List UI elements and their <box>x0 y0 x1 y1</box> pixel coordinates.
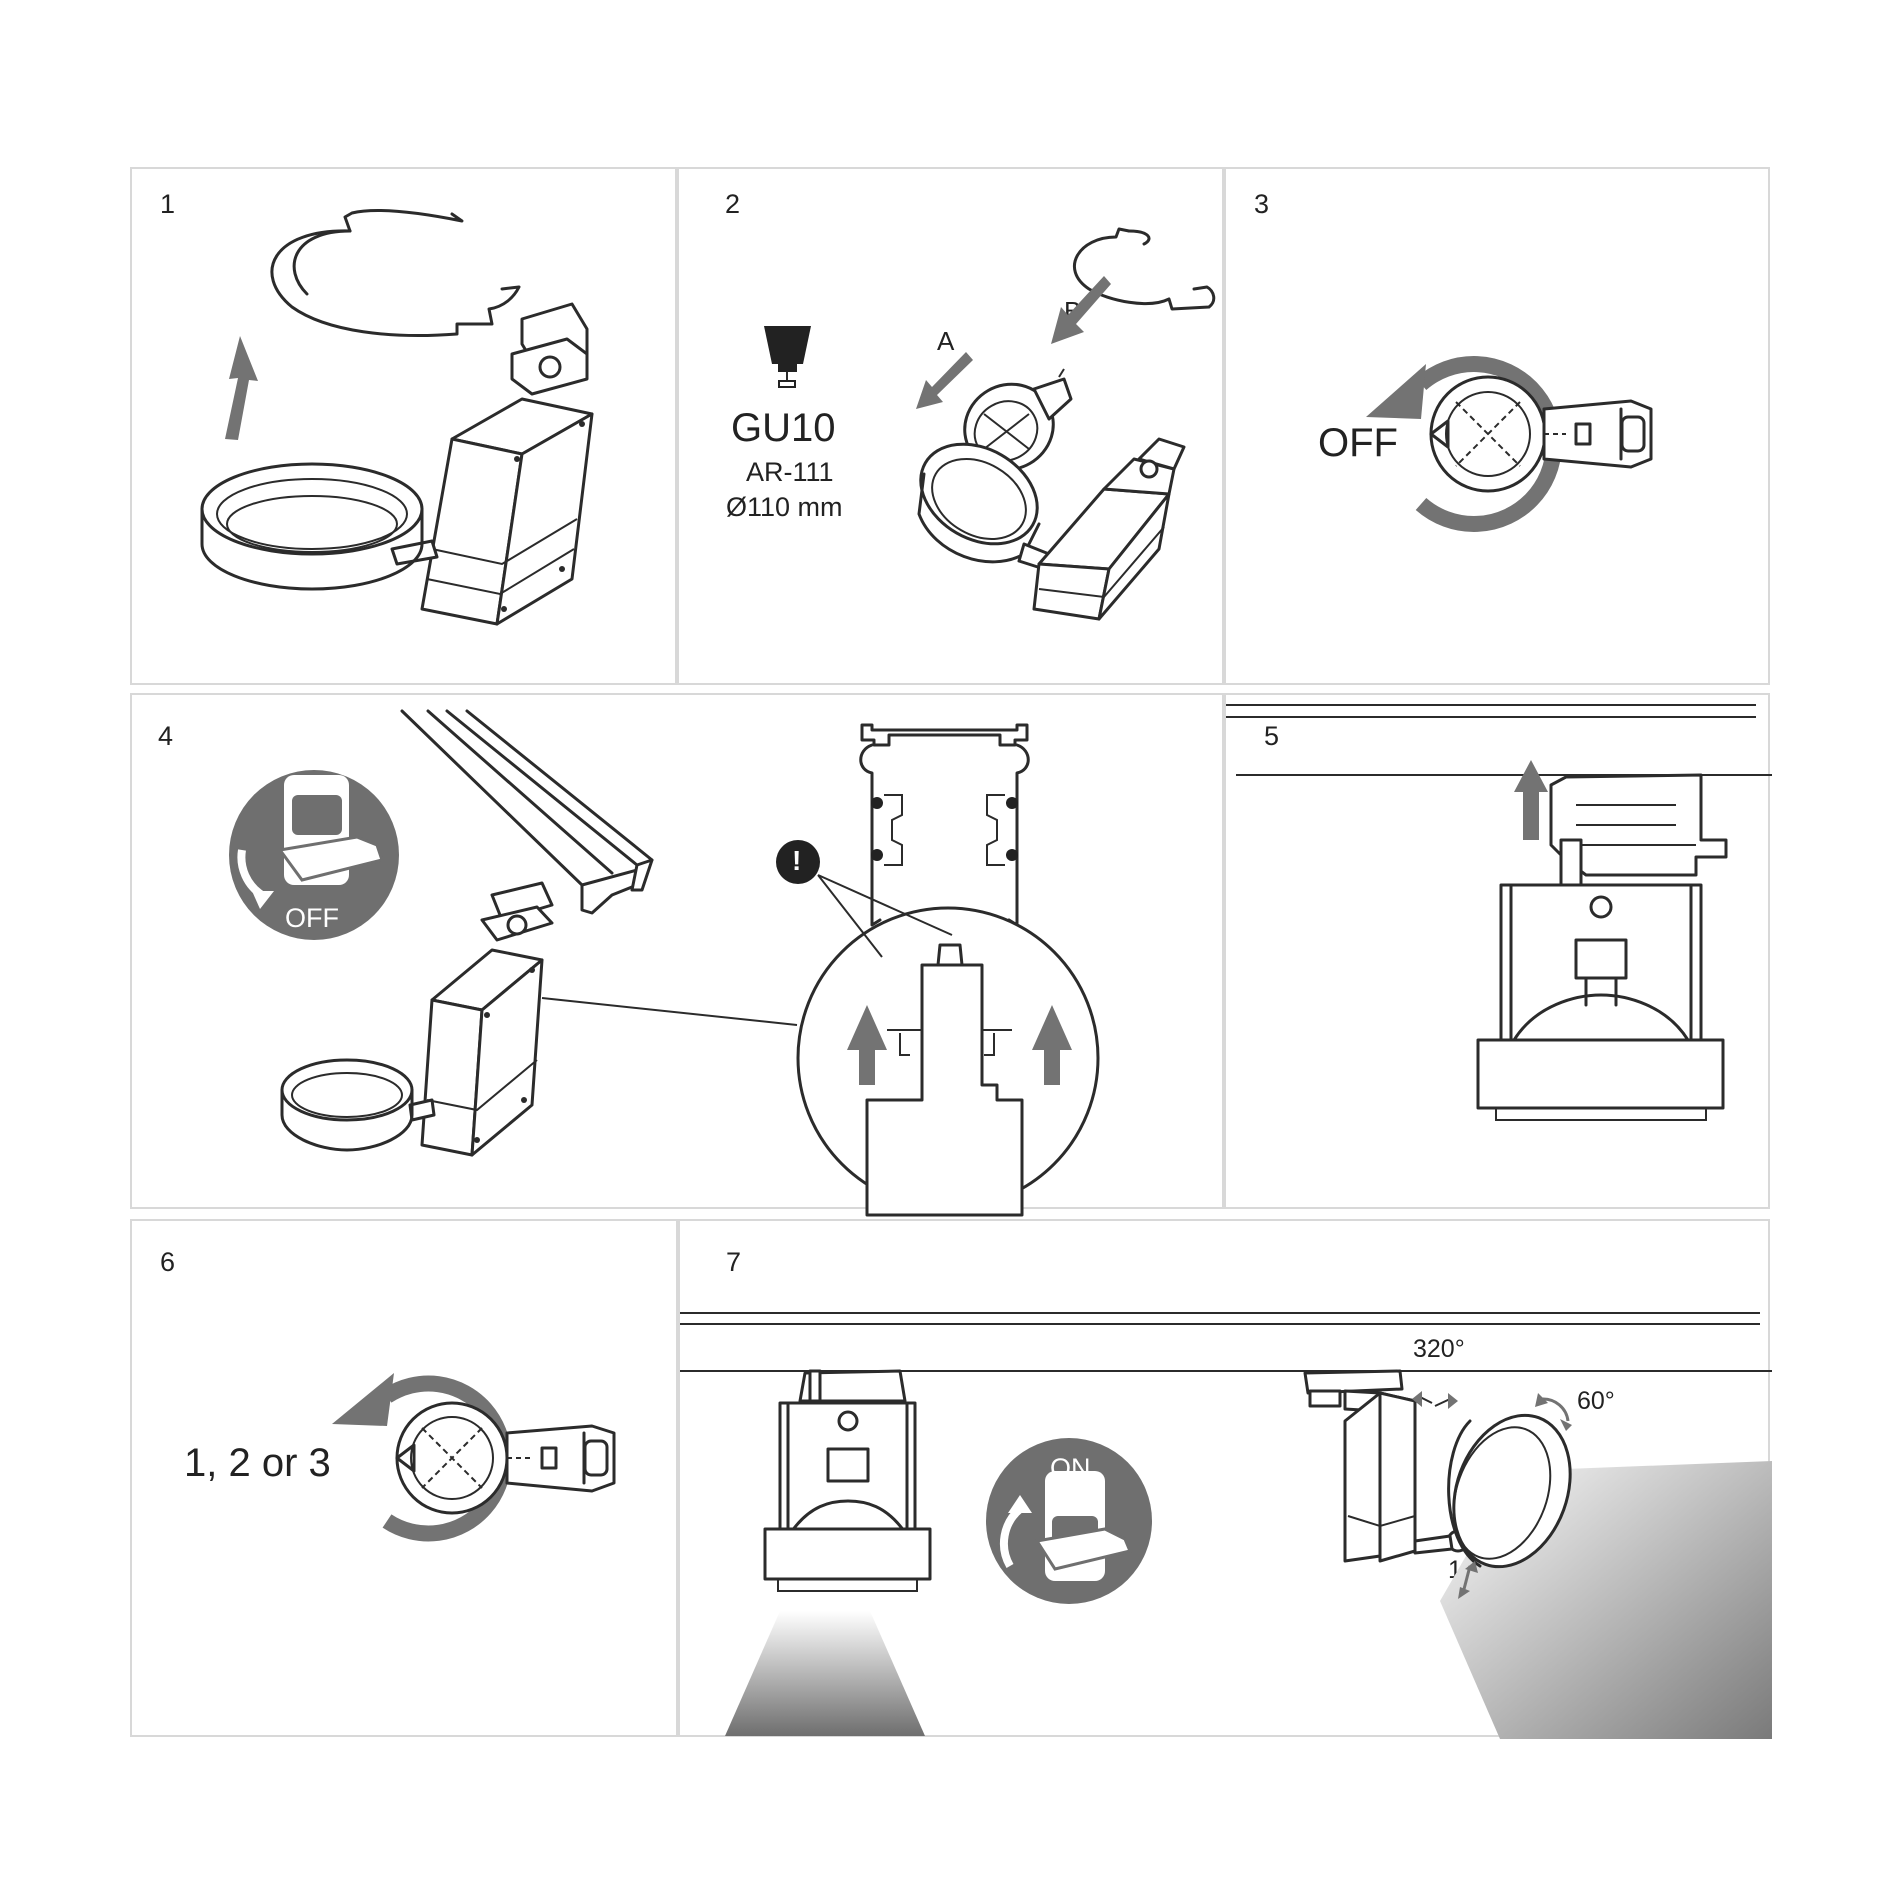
step-7-panel: 7 320° 60° 180° ON <box>678 1219 1772 1739</box>
step-number: 1 <box>160 189 176 219</box>
bulb-icon <box>764 326 811 388</box>
spotlight-side-icon <box>1303 1369 1772 1739</box>
spotlight-icon <box>1476 773 1728 1121</box>
step-1-panel: 1 <box>130 167 677 685</box>
step-number: 6 <box>160 1247 176 1277</box>
power-switch-icon <box>986 1438 1152 1604</box>
arrow-b-icon <box>1051 276 1111 344</box>
step-number: 2 <box>725 189 741 219</box>
spotlight-icon <box>917 368 1186 621</box>
adapter-closeup <box>847 943 1072 1217</box>
ring-clip-icon <box>1073 227 1216 311</box>
bulb-diameter-label: Ø110 mm <box>726 492 843 522</box>
step-5-panel: 5 <box>1224 693 1772 1209</box>
warning-symbol: ! <box>792 845 802 876</box>
step-3-panel: 3 OFF <box>1224 167 1770 685</box>
power-switch-icon <box>229 770 399 940</box>
rotation-angle-label: 320° <box>1413 1335 1465 1363</box>
step-6-panel: 6 1, 2 or 3 <box>130 1219 678 1737</box>
spotlight-icon <box>280 881 798 1157</box>
step-2-panel: 2 GU10 AR-111 Ø110 mm A B <box>677 167 1224 685</box>
positions-label: 1, 2 or 3 <box>184 1441 331 1485</box>
track-rail-icon <box>400 709 654 915</box>
arrow-up-icon <box>1514 760 1548 840</box>
tilt-angle-label: 60° <box>1577 1387 1615 1415</box>
adapter-top-view <box>395 1401 616 1515</box>
step-number: 5 <box>1264 721 1280 751</box>
switch-state-label: ON <box>1050 1453 1091 1483</box>
switch-state-label: OFF <box>285 903 339 933</box>
arrow-up-icon <box>225 336 258 440</box>
light-beam-icon <box>725 1611 925 1736</box>
step-4-panel: 4 OFF <box>130 693 1224 1217</box>
warning-icon <box>776 840 953 958</box>
step-number: 7 <box>726 1247 742 1277</box>
spotlight-icon <box>200 302 594 626</box>
bulb-model-label: AR-111 <box>746 457 834 487</box>
step-number: 3 <box>1254 189 1270 219</box>
switch-state-label: OFF <box>1318 421 1398 465</box>
ring-clip-icon <box>270 209 521 338</box>
adapter-top-view <box>1429 375 1653 493</box>
bulb-type-label: GU10 <box>731 406 836 450</box>
step-number: 4 <box>158 721 174 751</box>
spotlight-front-icon <box>725 1369 932 1736</box>
label-a: A <box>937 326 955 356</box>
arrow-a-icon <box>916 352 973 409</box>
